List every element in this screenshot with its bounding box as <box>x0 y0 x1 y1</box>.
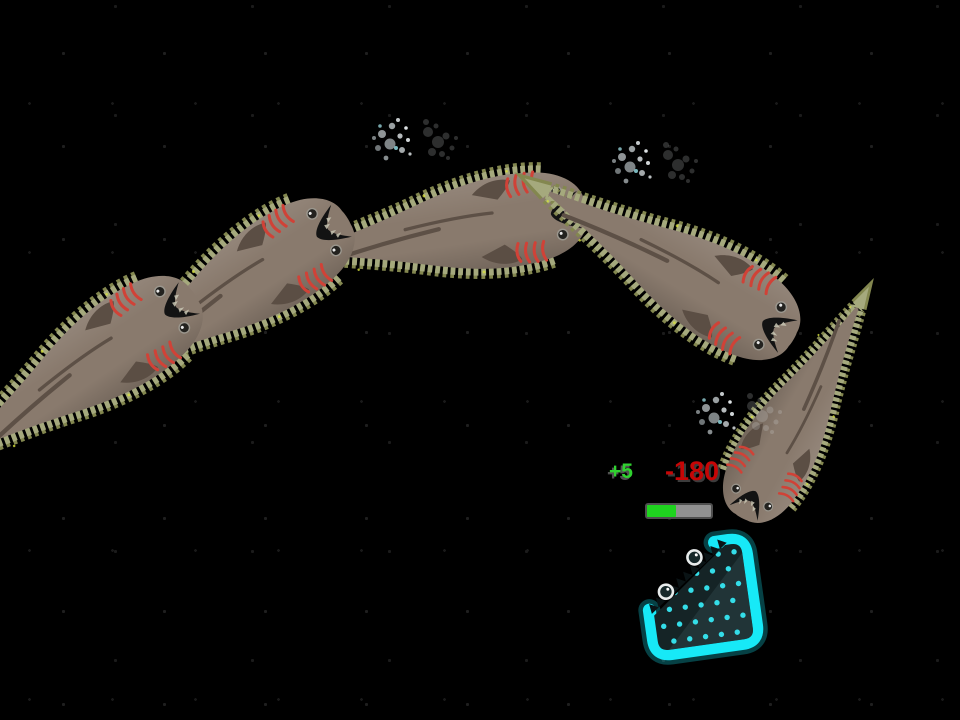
damage-text: -180 <box>665 456 720 486</box>
entity-layer <box>0 118 896 656</box>
frilled-shark <box>0 252 222 495</box>
glowing-box-creature <box>641 536 759 656</box>
bubble-cluster <box>612 141 698 184</box>
bubble-cluster <box>372 118 458 161</box>
health-bar-fill <box>647 505 676 517</box>
health-bar <box>645 503 713 519</box>
score-gain-text: +5 <box>609 460 633 483</box>
